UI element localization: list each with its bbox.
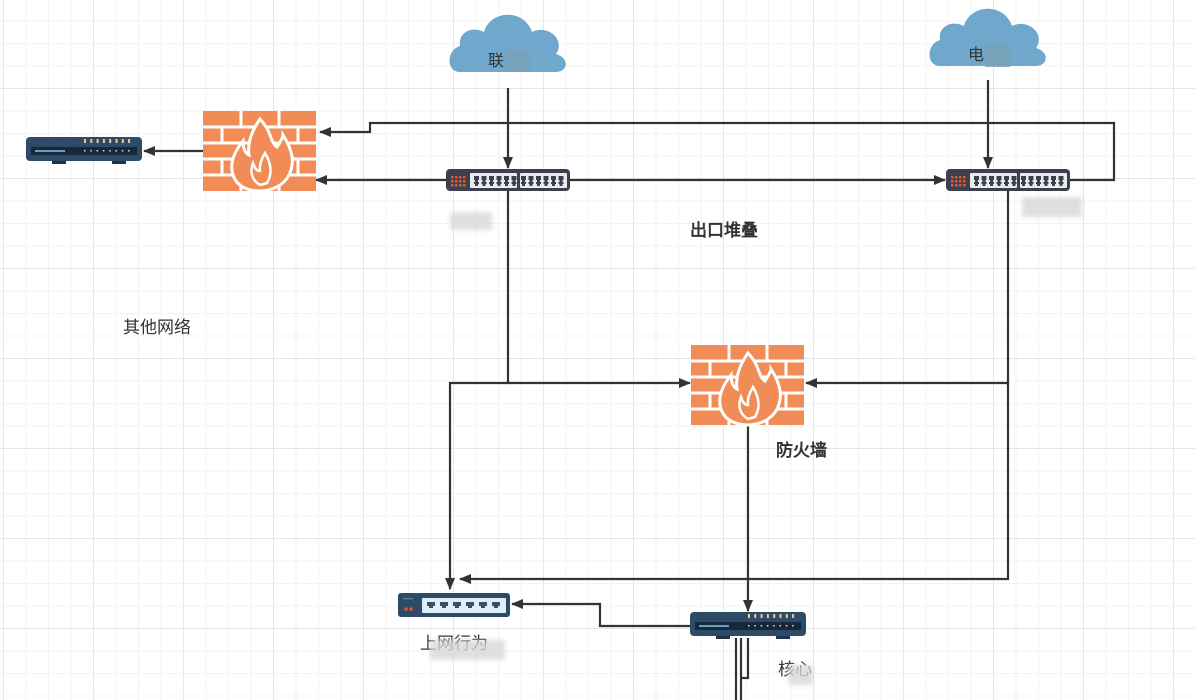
led-indicator: [90, 139, 93, 143]
led-indicator: [128, 139, 131, 143]
port-dot: [779, 625, 781, 627]
port-dot: [748, 625, 750, 627]
label-firewall: 防火墙: [776, 441, 827, 461]
port-dot: [128, 150, 130, 152]
edge-left-switch-to-behavior: [445, 381, 508, 590]
port-dot: [773, 625, 775, 627]
redaction: [430, 640, 505, 660]
edge-left-switch-to-main-firewall: [506, 191, 691, 388]
redaction: [985, 45, 1010, 67]
led-indicator: [766, 614, 769, 618]
cloud-shape: [929, 8, 1046, 66]
led-indicator: [748, 614, 750, 618]
led-indicator: [109, 139, 112, 143]
switch-right: [946, 169, 1070, 191]
edge-core-to-behavior: [511, 599, 691, 628]
port-dot: [785, 625, 788, 627]
port: [440, 602, 448, 608]
led-indicator: [760, 614, 763, 618]
port-dot: [115, 150, 117, 152]
port-dot: [96, 150, 99, 152]
port-dot: [754, 625, 756, 627]
edge-right-switch-to-behavior: [459, 383, 1010, 584]
led-indicator: [102, 139, 105, 143]
redaction: [1022, 197, 1082, 217]
port-dot: [121, 150, 124, 152]
cable: [741, 638, 750, 680]
firewall-main: [689, 343, 806, 427]
label-exit-stack: 出口堆叠: [690, 221, 758, 241]
port: [479, 602, 487, 608]
redaction: [505, 50, 530, 72]
port: [453, 602, 461, 608]
led-indicator: [96, 139, 99, 143]
led: [404, 607, 408, 611]
cloud-telecom-label: 电: [968, 45, 984, 64]
cloud-telecom: [929, 8, 1046, 66]
port: [427, 602, 435, 608]
switch-line: [403, 598, 413, 600]
redaction: [450, 212, 492, 230]
edge-right-switch-to-main-firewall: [805, 191, 1010, 388]
switch-left: [446, 169, 570, 191]
led-indicator: [785, 614, 788, 618]
led-indicator: [779, 614, 782, 618]
port-panel: [422, 598, 506, 613]
cloud-shape: [449, 14, 566, 72]
port-dot: [84, 150, 86, 152]
port-dot: [760, 625, 763, 627]
redaction: [788, 665, 813, 685]
port-dot: [792, 625, 794, 627]
port: [492, 602, 500, 608]
led-indicator: [792, 614, 795, 618]
cloud-unicom: [449, 14, 566, 72]
behavior-mgmt-switch: [398, 593, 510, 617]
firewall-other: [201, 109, 318, 193]
edge-right-switch-to-firewall: [319, 121, 1116, 182]
led-indicator: [84, 139, 86, 143]
led-indicator: [773, 614, 776, 618]
led-indicator: [754, 614, 757, 618]
port-dot: [90, 150, 92, 152]
led-indicator: [121, 139, 124, 143]
led: [409, 607, 413, 611]
label-other-network: 其他网络: [123, 318, 191, 338]
port-dot: [109, 150, 111, 152]
port-dot: [102, 150, 105, 152]
port-dot: [766, 625, 769, 627]
cloud-unicom-label: 联: [488, 51, 504, 70]
port: [466, 602, 474, 608]
led-indicator: [115, 139, 118, 143]
